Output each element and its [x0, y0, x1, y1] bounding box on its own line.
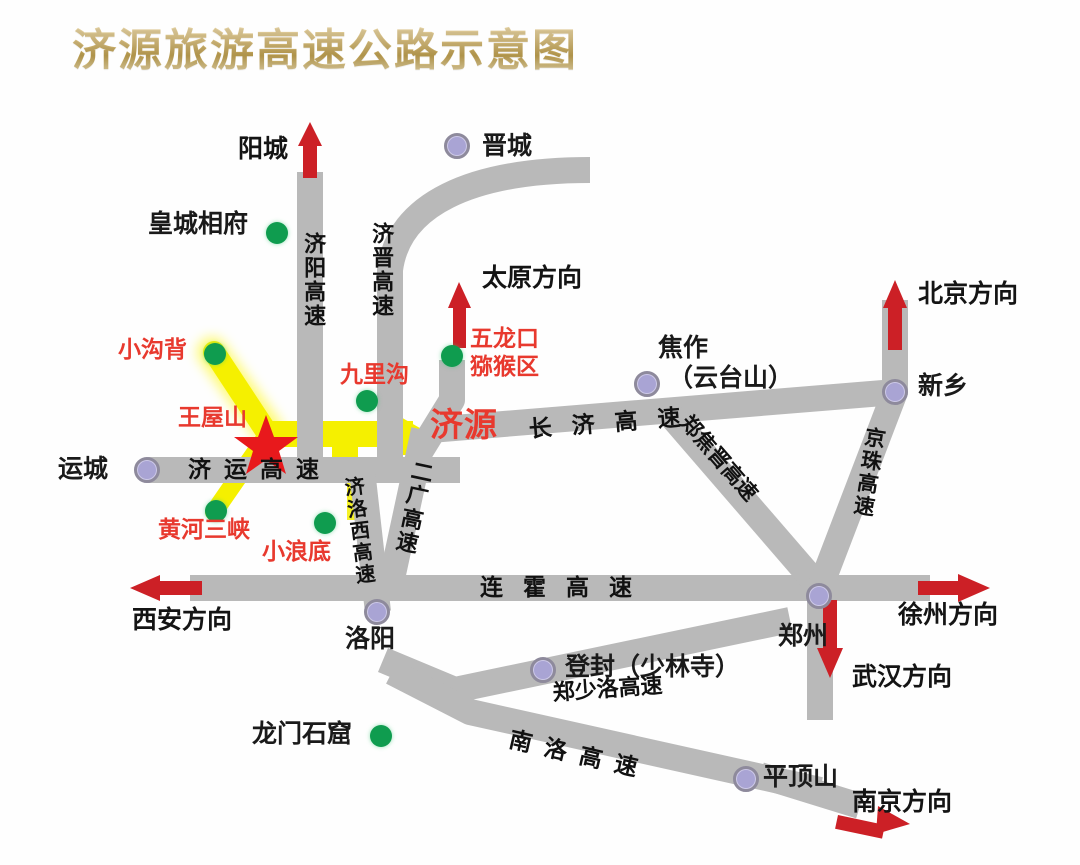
road-pingdingshan-link [756, 762, 864, 819]
city-label-zhengzhou: 郑州 [778, 622, 829, 650]
page-title: 济源旅游高速公路示意图 [72, 14, 578, 78]
road-erguang-gaosu [377, 427, 437, 591]
city-label-jiaozuo-sub: （云台山） [668, 364, 794, 392]
arrow-right-xuzhou [918, 574, 990, 602]
scenic-dot-jiuligou[interactable] [356, 390, 378, 412]
city-label-pingdingshan: 平顶山 [763, 763, 839, 791]
direction-label-nanjing: 南京方向 [852, 788, 953, 816]
spot-label-xiaolangdi: 小浪底 [262, 538, 331, 564]
road-zhengjiaojin-gaosu [658, 403, 830, 597]
direction-label-wuhan: 武汉方向 [852, 663, 953, 691]
direction-label-beijing: 北京方向 [918, 280, 1019, 308]
wangwushan-star-icon [234, 415, 298, 474]
spot-label-xiaogoubei: 小沟背 [118, 336, 187, 362]
scenic-dot-xiaogoubei[interactable] [204, 343, 226, 365]
city-label-luoyang: 洛阳 [345, 625, 396, 653]
scenic-dot-huangchengxiangfu[interactable] [266, 222, 288, 244]
city-marker-jiaozuo[interactable] [634, 371, 660, 397]
arrow-left-xian [130, 575, 202, 601]
spot-label-wulongkou: 五龙口 [470, 325, 539, 351]
city-marker-dengfeng[interactable] [530, 657, 556, 683]
city-marker-yuncheng[interactable] [134, 457, 160, 483]
city-marker-pingdingshan[interactable] [733, 766, 759, 792]
road-label-jijin-gaosu: 济晋高速 [369, 222, 395, 318]
direction-arrows [130, 122, 990, 839]
direction-label-xuzhou: 徐州方向 [898, 601, 999, 629]
road-jijin-gaosu [377, 157, 591, 470]
spot-label-huanghesanxia: 黄河三峡 [158, 516, 250, 542]
city-label-jiaozuo: 焦作 [658, 334, 709, 362]
city-marker-jincheng[interactable] [444, 133, 470, 159]
city-label-jiyuan: 济源 [430, 406, 498, 443]
city-label-yuncheng: 运城 [58, 455, 109, 483]
city-marker-zhengzhou[interactable] [806, 583, 832, 609]
road-nanluo-gaosu [386, 660, 823, 803]
road-label-jiyang-gaosu: 济阳高速 [301, 232, 327, 328]
direction-label-xian: 西安方向 [132, 606, 233, 634]
spot-label-huangchengxiangfu: 皇城相府 [148, 210, 249, 238]
city-label-jincheng: 晋城 [482, 132, 533, 160]
city-label-dengfeng: 登封（少林寺） [565, 653, 741, 681]
scenic-dot-xiaolangdi[interactable] [314, 512, 336, 534]
arrow-up-taiyuan [448, 282, 471, 348]
spot-label-longmenshiku: 龙门石窟 [252, 720, 353, 748]
city-label-xinxiang: 新乡 [918, 372, 969, 400]
scenic-dot-wulongkou[interactable] [441, 345, 463, 367]
arrow-down-wuhan [817, 600, 843, 678]
direction-label-yangcheng: 阳城 [238, 135, 289, 163]
highway-network [148, 157, 930, 819]
arrow-up-beijing [883, 280, 907, 350]
scenic-dot-longmenshiku[interactable] [370, 725, 392, 747]
road-label-jiyun-gaosu: 济运高速 [188, 456, 332, 482]
spot-label-jiuligou: 九里沟 [340, 361, 409, 387]
scenic-dot-huanghesanxia[interactable] [205, 500, 227, 522]
spot-label-mihouqu: 猕猴区 [470, 353, 539, 379]
city-marker-luoyang[interactable] [364, 599, 390, 625]
spot-label-wangwushan: 王屋山 [178, 404, 247, 430]
arrow-up-yangcheng [298, 122, 322, 178]
road-changji-gaosu [428, 379, 897, 443]
arrow-right-nanjing [835, 806, 910, 839]
direction-label-taiyuan: 太原方向 [482, 264, 583, 292]
road-label-lianhuo-gaosu: 连霍高速 [480, 574, 652, 600]
city-marker-xinxiang[interactable] [882, 379, 908, 405]
